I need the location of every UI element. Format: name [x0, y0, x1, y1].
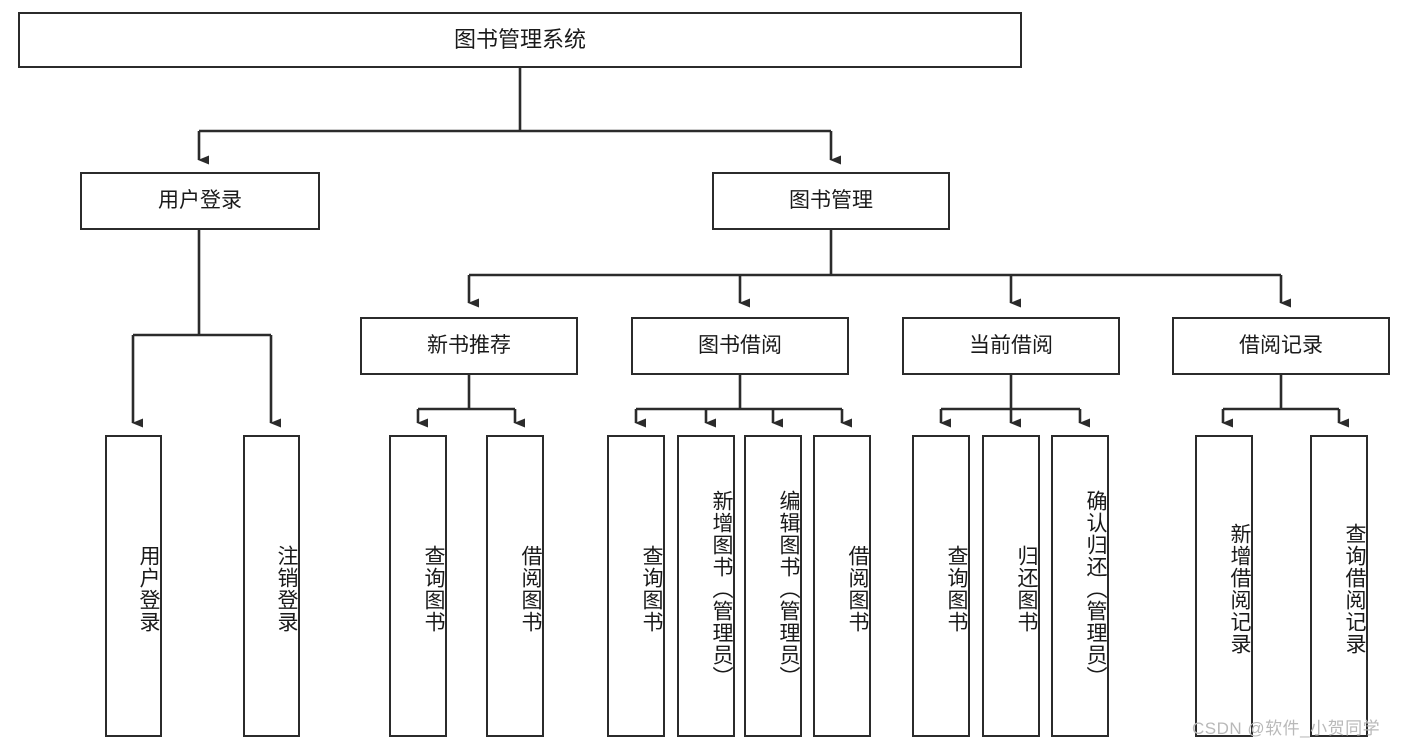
node-user-login[interactable]: 用户登录 [80, 172, 320, 230]
node-root[interactable]: 图书管理系统 [18, 12, 1022, 68]
leaf-return-book[interactable]: 归还图书 [982, 435, 1040, 737]
leaf-borrow-book-2-label: 借阅图书 [846, 545, 869, 633]
leaf-query-book-2-label: 查询图书 [640, 545, 663, 633]
node-book-manage[interactable]: 图书管理 [712, 172, 950, 230]
leaf-query-book-3[interactable]: 查询图书 [912, 435, 970, 737]
leaf-add-record[interactable]: 新增借阅记录 [1195, 435, 1253, 737]
leaf-logout[interactable]: 注销登录 [243, 435, 300, 737]
node-new-book-recommend-label: 新书推荐 [427, 333, 511, 357]
leaf-add-book[interactable]: 新增图书（管理员） [677, 435, 735, 737]
leaf-borrow-book-1[interactable]: 借阅图书 [486, 435, 544, 737]
leaf-return-book-label: 归还图书 [1015, 545, 1038, 633]
watermark: CSDN @软件_小贺同学 [1192, 719, 1381, 738]
leaf-query-book-3-label: 查询图书 [945, 545, 968, 633]
node-book-manage-label: 图书管理 [789, 188, 873, 212]
leaf-user-login-label: 用户登录 [137, 545, 160, 633]
leaf-query-book-2[interactable]: 查询图书 [607, 435, 665, 737]
leaf-borrow-book-1-label: 借阅图书 [519, 545, 542, 633]
leaf-add-book-label: 新增图书（管理员） [710, 490, 733, 688]
leaf-query-record[interactable]: 查询借阅记录 [1310, 435, 1368, 737]
node-root-label: 图书管理系统 [453, 27, 586, 53]
leaf-logout-label: 注销登录 [275, 545, 298, 633]
node-book-borrow-label: 图书借阅 [698, 333, 782, 357]
node-book-borrow[interactable]: 图书借阅 [631, 317, 849, 375]
node-user-login-label: 用户登录 [158, 188, 242, 212]
leaf-user-login[interactable]: 用户登录 [105, 435, 162, 737]
leaf-borrow-book-2[interactable]: 借阅图书 [813, 435, 871, 737]
leaf-add-record-label: 新增借阅记录 [1228, 523, 1251, 655]
leaf-query-book-1[interactable]: 查询图书 [389, 435, 447, 737]
leaf-query-record-label: 查询借阅记录 [1343, 523, 1366, 655]
node-current-borrow[interactable]: 当前借阅 [902, 317, 1120, 375]
node-new-book-recommend[interactable]: 新书推荐 [360, 317, 578, 375]
node-current-borrow-label: 当前借阅 [969, 333, 1053, 357]
node-borrow-record-label: 借阅记录 [1239, 333, 1323, 357]
leaf-confirm-return[interactable]: 确认归还（管理员） [1051, 435, 1109, 737]
leaf-confirm-return-label: 确认归还（管理员） [1084, 490, 1107, 688]
leaf-query-book-1-label: 查询图书 [422, 545, 445, 633]
node-borrow-record[interactable]: 借阅记录 [1172, 317, 1390, 375]
leaf-edit-book[interactable]: 编辑图书（管理员） [744, 435, 802, 737]
leaf-edit-book-label: 编辑图书（管理员） [777, 490, 800, 688]
